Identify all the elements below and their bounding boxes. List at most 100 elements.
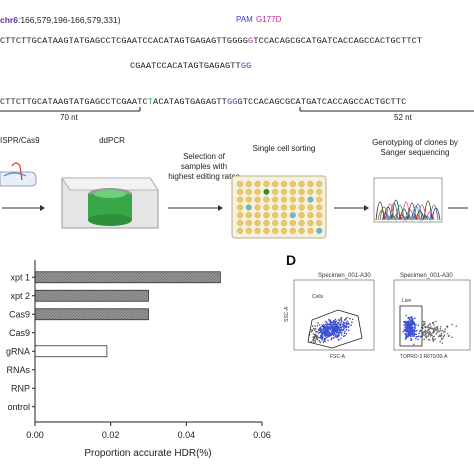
facs-event-dot — [345, 325, 348, 328]
plate-well — [307, 180, 314, 188]
plate-well — [280, 188, 288, 195]
plate-well — [236, 196, 244, 203]
facs-event-dot — [334, 318, 337, 321]
facs-event-dot — [348, 323, 350, 326]
facs-event-dot — [343, 327, 345, 330]
facs-event-dot — [455, 325, 458, 328]
plate-well — [307, 219, 314, 227]
facs-event-dot — [412, 343, 415, 346]
facs-event-dot — [337, 319, 340, 321]
facs-event-dot — [410, 325, 412, 328]
facs-event-dot — [439, 325, 442, 328]
facs-event-dot — [322, 327, 325, 329]
facs-event-dot — [436, 325, 439, 328]
well-plate-icon — [231, 175, 327, 239]
facs-event-dot — [324, 320, 327, 323]
facs-event-dot — [409, 326, 411, 329]
facs-event-dot — [422, 320, 425, 323]
facs-event-dot — [451, 323, 454, 326]
facs-event-dot — [414, 337, 417, 340]
facs-event-dot — [316, 330, 318, 333]
facs-event-dot — [439, 327, 442, 330]
facs-event-dot — [429, 335, 432, 337]
plate-well — [298, 227, 305, 234]
facs-event-dot — [325, 327, 328, 330]
plate-well — [298, 204, 305, 211]
facs-event-dot — [344, 330, 346, 332]
plate-well — [236, 212, 244, 219]
facs-event-dot — [314, 339, 316, 342]
sequence-line-donor: CTTCTTGCATAAGTATGAGCCTCGAATCTACATAGTGAGA… — [0, 97, 407, 107]
facs-event-dot — [340, 316, 343, 319]
plate-well — [289, 196, 296, 203]
facs-event-dot — [436, 329, 438, 331]
step-selection-label: Selection of samples with highest editin… — [168, 152, 240, 181]
plate-well — [316, 180, 323, 188]
facs-event-dot — [313, 336, 316, 338]
facs-event-dot — [338, 321, 340, 324]
plate-well — [254, 196, 261, 203]
facs-event-dot — [409, 316, 412, 319]
plate-well — [307, 188, 314, 195]
arrow-3 — [334, 205, 369, 211]
y-tick-label: ontrol — [7, 402, 30, 412]
facs-event-dot — [310, 331, 312, 333]
facs-event-dot — [427, 326, 429, 329]
plate-well — [289, 219, 296, 227]
facs-event-dot — [404, 321, 407, 324]
facs-event-dot — [328, 318, 330, 321]
facs-event-dot — [404, 336, 407, 339]
plate-well — [272, 180, 279, 188]
facs-event-dot — [315, 336, 318, 339]
facs-plot-1-title: Specimen_001-A30 — [318, 273, 371, 279]
facs-event-dot — [325, 321, 328, 324]
plate-well — [263, 204, 270, 211]
facs-gate-cells: Cells — [312, 294, 324, 300]
facs-event-dot — [331, 329, 334, 332]
facs-event-dot — [447, 335, 450, 337]
plate-well — [236, 219, 244, 227]
facs-event-dot — [414, 317, 416, 320]
plate-well — [289, 204, 296, 211]
facs-event-dot — [337, 327, 340, 329]
facs-event-dot — [334, 333, 336, 336]
facs-event-dot — [407, 329, 410, 332]
facs-plot-2-title: Specimen_001-A30 — [400, 273, 453, 279]
plate-well — [289, 180, 296, 188]
facs-event-dot — [417, 338, 419, 341]
y-tick-label: RNP — [11, 383, 30, 393]
mutation-label: G177D — [256, 15, 282, 24]
facs-event-dot — [332, 330, 334, 333]
facs-event-dot — [317, 322, 319, 324]
facs-event-dot — [329, 328, 332, 330]
facs-event-dot — [311, 325, 314, 327]
plate-well — [298, 180, 305, 188]
plate-well — [263, 188, 270, 195]
facs-event-dot — [410, 322, 412, 324]
plate-well — [254, 180, 261, 188]
facs-event-dot — [407, 320, 410, 322]
facs-event-dot — [403, 324, 406, 326]
facs-event-dot — [413, 323, 416, 326]
facs-event-dot — [338, 328, 341, 331]
facs-event-dot — [418, 332, 420, 335]
facs-event-dot — [322, 329, 324, 332]
x-tick-label: 0.06 — [253, 430, 271, 440]
plate-well — [245, 180, 252, 188]
plate-well — [298, 212, 305, 219]
facs-event-dot — [313, 337, 315, 340]
facs-event-dot — [322, 341, 325, 344]
facs-event-dot — [440, 329, 442, 332]
facs-event-dot — [410, 324, 412, 326]
facs-event-dot — [418, 330, 421, 333]
facs-event-dot — [344, 319, 346, 321]
facs-gate-live: Live — [402, 298, 411, 304]
facs-event-dot — [424, 331, 427, 334]
x-tick-label: 0.04 — [178, 430, 196, 440]
plate-well — [263, 227, 270, 234]
facs-event-dot — [424, 329, 427, 332]
plate-well — [272, 219, 279, 227]
plate-well — [272, 196, 279, 203]
facs-event-dot — [441, 337, 444, 339]
facs-event-dot — [337, 338, 340, 341]
